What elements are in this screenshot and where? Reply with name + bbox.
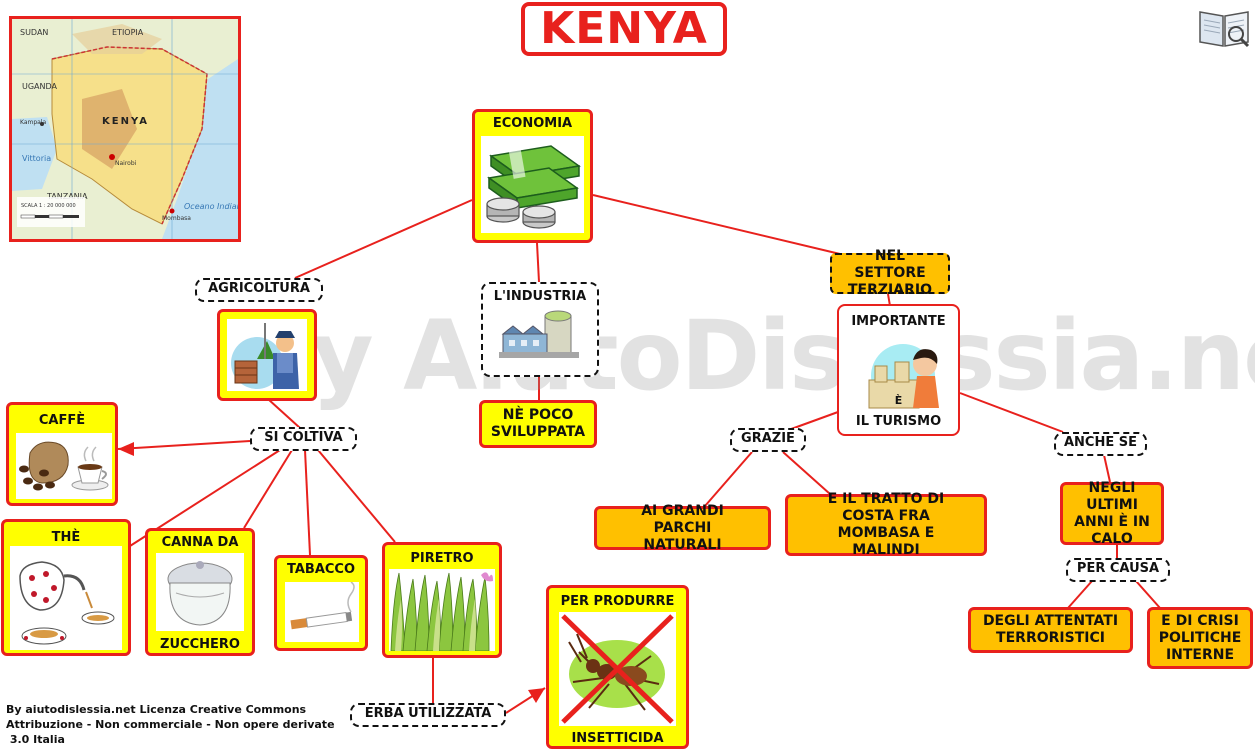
- node-si-coltiva: SI COLTIVA: [250, 427, 357, 451]
- map-scale-label: SCALA 1 : 20 000 000: [21, 203, 76, 209]
- industria-label: L'INDUSTRIA: [493, 289, 587, 304]
- turismo-label: IL TURISMO: [855, 414, 942, 429]
- license-line: By aiutodislessia.net Licenza Creative C…: [6, 703, 307, 716]
- node-the: THÈ: [1, 519, 131, 656]
- map-label-tanzania: TANZANIA: [46, 192, 88, 201]
- node-parchi-naturali: AI GRANDI PARCHI NATURALI: [594, 503, 771, 553]
- book-icon[interactable]: [1196, 4, 1252, 48]
- teapot-icon: [10, 546, 122, 650]
- canna-label-bottom: ZUCCHERO: [160, 637, 240, 652]
- per-produrre-label: PER PRODURRE: [560, 594, 675, 609]
- node-economia: ECONOMIA: [472, 109, 593, 243]
- farmer-icon: [227, 319, 307, 391]
- tabacco-label: TABACCO: [286, 562, 356, 577]
- node-tratto-costa: E IL TRATTO DI COSTA FRA MOMBASA E MALIN…: [785, 491, 987, 558]
- node-industria: L'INDUSTRIA: [481, 282, 599, 377]
- farmer-image-box: [217, 309, 317, 401]
- node-turismo: IMPORTANTE È IL TURISMO: [837, 304, 960, 436]
- economia-label: ECONOMIA: [492, 116, 573, 131]
- node-canna-da-zucchero: CANNA DA ZUCCHERO: [145, 528, 255, 656]
- node-crisi-politiche: E DI CRISI POLITICHE INTERNE: [1147, 607, 1253, 669]
- license-line: 3.0 Italia: [6, 733, 65, 746]
- watermark: By AiutoDislessia.net: [240, 300, 1255, 412]
- factory-icon: [499, 308, 579, 359]
- map-label-mombasa: Mombasa: [162, 215, 191, 222]
- map-label-etiopia: ETIOPIA: [112, 28, 144, 37]
- node-settore-terziario: NEL SETTORE TERZIARIO: [830, 248, 950, 298]
- cigarette-icon: [285, 582, 359, 642]
- money-icon: [481, 136, 584, 233]
- map-label-sudan: SUDAN: [20, 28, 48, 37]
- node-per-causa: PER CAUSA: [1066, 558, 1170, 582]
- map-label-lake: Vittoria: [22, 154, 51, 163]
- node-tabacco: TABACCO: [274, 555, 368, 651]
- kenya-map: SUDAN ETIOPIA UGANDA TANZANIA Vittoria O…: [9, 16, 247, 242]
- importante-label: IMPORTANTE: [851, 314, 946, 329]
- license-text: By aiutodislessia.net Licenza Creative C…: [6, 702, 335, 747]
- node-erba-utilizzata: ERBA UTILIZZATA: [350, 703, 506, 727]
- canna-label-top: CANNA DA: [161, 535, 239, 550]
- crossed-mosquito-icon: [559, 612, 676, 726]
- map-label-kenya: KENYA: [102, 116, 149, 127]
- insetticida-label: INSETTICIDA: [571, 731, 664, 746]
- sugar-bowl-icon: [156, 553, 244, 631]
- license-line: Attribuzione - Non commerciale - Non ope…: [6, 718, 335, 731]
- coffee-icon: [16, 433, 112, 499]
- map-label-ocean: Oceano Indiano: [184, 202, 238, 211]
- piretro-label: PIRETRO: [410, 551, 474, 566]
- page-title: KENYA: [521, 2, 727, 56]
- node-grazie: GRAZIE: [730, 428, 806, 452]
- node-piretro: PIRETRO: [382, 542, 502, 658]
- the-label: THÈ: [51, 530, 81, 545]
- node-in-calo: NEGLI ULTIMI ANNI È IN CALO: [1060, 480, 1164, 547]
- node-ne-poco-sviluppata: NÈ POCO SVILUPPATA: [479, 400, 597, 448]
- map-label-kampala: Kampala: [20, 119, 47, 126]
- node-insetticida: PER PRODURRE INSETTICIDA: [546, 585, 689, 749]
- map-label-nairobi: Nairobi: [115, 160, 137, 167]
- node-attentati: DEGLI ATTENTATI TERRORISTICI: [968, 607, 1133, 653]
- map-label-uganda: UGANDA: [22, 82, 58, 91]
- node-anche-se: ANCHE SE: [1054, 432, 1147, 456]
- node-caffe: CAFFÈ: [6, 402, 118, 506]
- sandcastle-icon: [861, 336, 943, 410]
- node-agricoltura: AGRICOLTURA: [195, 278, 323, 302]
- e-connector-label: È: [894, 394, 903, 407]
- grass-icon: [389, 569, 495, 651]
- caffe-label: CAFFÈ: [38, 413, 86, 428]
